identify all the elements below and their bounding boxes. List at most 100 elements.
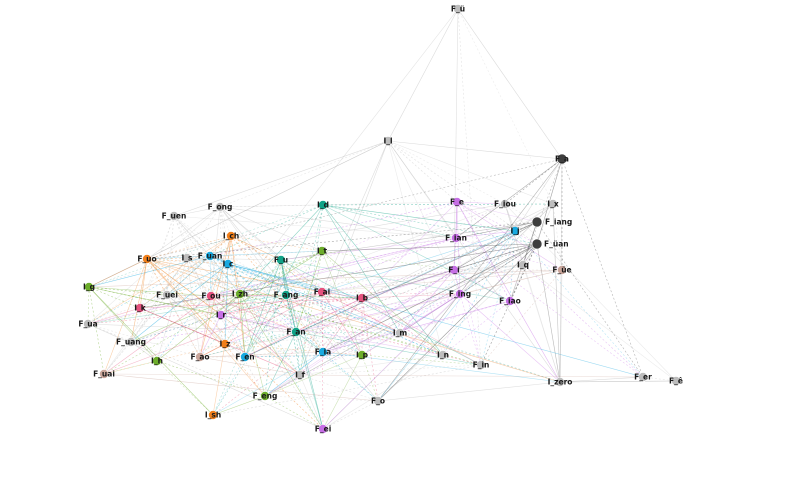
graph-edge	[88, 140, 389, 288]
graph-node[interactable]: I_d	[317, 200, 329, 210]
node-marker	[548, 199, 558, 209]
graph-edge	[285, 294, 324, 430]
node-marker	[531, 216, 543, 228]
graph-node[interactable]: I_p	[356, 350, 369, 360]
graph-node[interactable]: I_c	[223, 259, 234, 269]
graph-node[interactable]: F_uen	[162, 211, 187, 221]
graph-edge	[146, 221, 538, 260]
graph-node[interactable]: I_z	[220, 339, 231, 349]
graph-node[interactable]: F_en	[235, 352, 255, 362]
graph-node[interactable]: F_ei	[315, 424, 332, 434]
graph-node[interactable]: F_ia	[315, 347, 332, 357]
graph-edge	[87, 297, 363, 325]
graph-node[interactable]: F_uang	[116, 337, 146, 347]
graph-edge	[509, 243, 538, 302]
graph-node[interactable]: F_ao	[190, 352, 210, 362]
node-label: F_uang	[116, 338, 146, 347]
node-marker	[260, 391, 270, 401]
graph-node[interactable]: F_ü	[451, 4, 465, 14]
graph-node[interactable]: F_o	[371, 396, 385, 406]
graph-node[interactable]: I_n	[437, 350, 449, 360]
graph-node[interactable]: I_ch	[223, 231, 239, 241]
graph-node[interactable]: F_uai	[93, 369, 115, 379]
graph-node[interactable]: I_m	[393, 328, 408, 338]
graph-node[interactable]: F_ê	[669, 376, 683, 386]
graph-edge	[87, 235, 232, 325]
graph-edge	[103, 295, 212, 375]
graph-node[interactable]: I_sh	[205, 410, 221, 420]
graph-edge	[239, 293, 301, 376]
node-label: F_ü	[451, 5, 465, 14]
graph-node[interactable]: I_t	[317, 246, 328, 256]
graph-edge	[459, 269, 563, 295]
node-marker	[317, 246, 327, 256]
graph-edge	[227, 263, 297, 333]
graph-node[interactable]: F_iou	[494, 199, 516, 209]
graph-edge	[377, 381, 561, 402]
graph-node[interactable]: F_uan	[198, 251, 223, 261]
graph-node[interactable]: F_an	[286, 327, 306, 337]
graph-node[interactable]: I_h	[151, 356, 163, 366]
node-marker	[438, 350, 448, 360]
graph-node[interactable]: F_er	[634, 372, 652, 382]
graph-node[interactable]: F_u	[274, 255, 288, 265]
graph-node[interactable]: F_ang	[274, 290, 299, 300]
graph-edge	[103, 257, 188, 375]
graph-node[interactable]: I_r	[216, 310, 227, 320]
graph-node[interactable]: I_g	[83, 282, 95, 292]
graph-node[interactable]: I_k	[134, 303, 147, 313]
node-label: F_iou	[494, 200, 516, 209]
graph-edge	[456, 201, 563, 271]
graph-node[interactable]: F_i	[448, 265, 460, 275]
graph-node[interactable]: I_j	[510, 226, 520, 236]
graph-node[interactable]: I_l	[383, 136, 393, 146]
graph-node[interactable]: F_ou	[201, 291, 221, 301]
graph-node[interactable]: F_ong	[208, 202, 233, 212]
graph-edge	[387, 140, 444, 356]
graph-node[interactable]: I_zero	[548, 377, 573, 387]
node-label: I_x	[547, 200, 559, 209]
graph-node[interactable]: F_ua	[78, 319, 98, 329]
graph-node[interactable]: F_ian	[445, 233, 467, 243]
graph-edge	[280, 259, 301, 376]
graph-node[interactable]: F_üan	[531, 238, 569, 250]
graph-node[interactable]: F_ing	[449, 289, 471, 299]
graph-node[interactable]: I_s	[181, 253, 193, 263]
graph-node[interactable]: F_in	[473, 360, 490, 370]
graph-edge	[173, 215, 211, 257]
node-label: I_q	[517, 261, 529, 270]
node-label: F_an	[286, 328, 305, 337]
graph-edge	[219, 140, 389, 208]
graph-node[interactable]: F_ai	[314, 287, 331, 297]
graph-edge	[166, 294, 363, 299]
graph-node[interactable]: F_iao	[499, 296, 521, 306]
node-label: I_t	[317, 247, 328, 256]
graph-node[interactable]: F_uei	[156, 290, 178, 300]
graph-edge	[227, 263, 324, 353]
graph-edge	[536, 243, 561, 383]
graph-edge	[322, 204, 511, 302]
graph-edge	[295, 331, 324, 353]
graph-edge	[322, 204, 401, 334]
graph-node[interactable]: F_üe	[552, 265, 572, 275]
graph-node[interactable]: F_iang	[531, 216, 572, 228]
graph-node[interactable]: I_b	[356, 293, 369, 303]
graph-edge	[456, 201, 538, 245]
graph-node[interactable]: F_uo	[137, 254, 157, 264]
graph-node[interactable]: I_zh	[232, 289, 248, 299]
graph-edge	[219, 206, 241, 295]
graph-node[interactable]: F_eng	[253, 391, 278, 401]
graph-edge	[377, 243, 538, 402]
node-marker	[169, 211, 179, 221]
graph-node[interactable]: I_q	[517, 260, 529, 270]
graph-edge	[387, 140, 457, 239]
graph-node[interactable]: I_x	[547, 199, 559, 209]
graph-node[interactable]: F_a	[555, 153, 569, 165]
graph-edge	[220, 250, 323, 316]
node-label: I_n	[437, 351, 449, 360]
graph-node[interactable]: F_e	[450, 197, 464, 207]
graph-node[interactable]: I_f	[295, 370, 306, 380]
node-marker	[452, 197, 462, 207]
graph-edge	[264, 331, 297, 397]
